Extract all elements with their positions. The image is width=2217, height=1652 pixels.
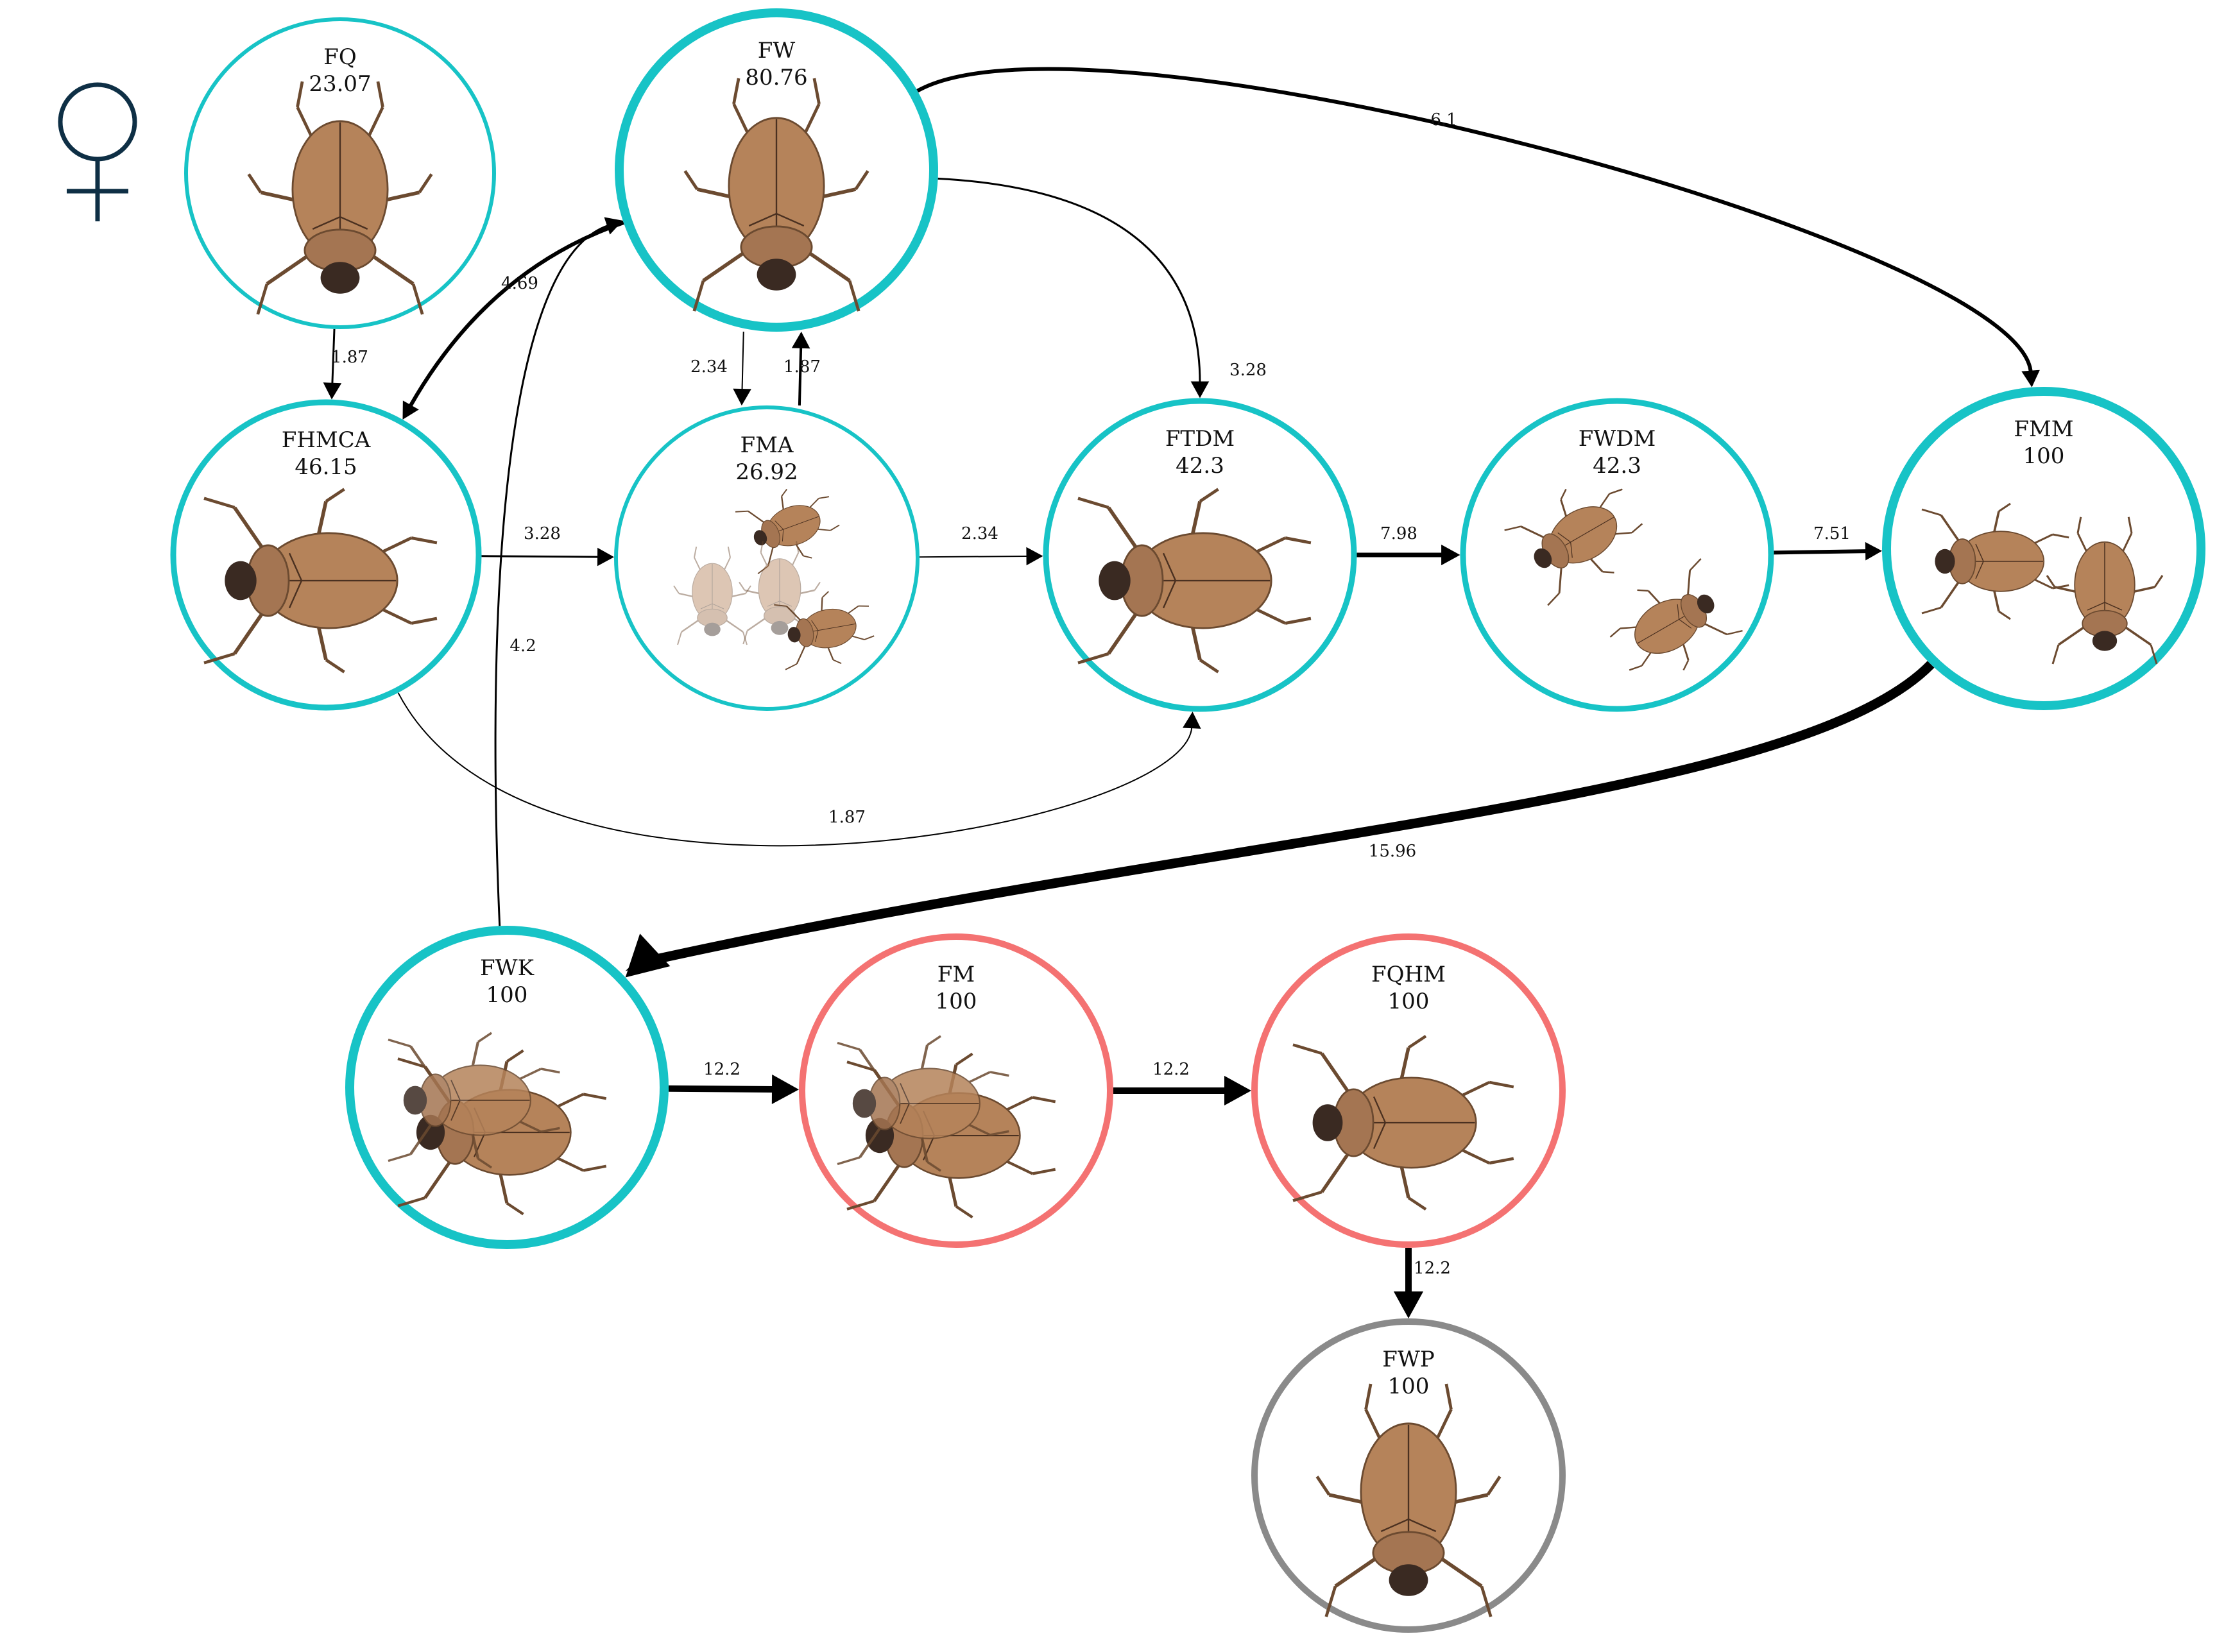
node-value: 46.15 <box>295 454 357 480</box>
node-label: FTDM <box>1165 426 1235 452</box>
edge-label: 2.34 <box>961 524 998 543</box>
arrowhead <box>1026 547 1043 566</box>
node-value: 42.3 <box>1176 453 1224 479</box>
arrowhead <box>597 547 615 566</box>
edge-line <box>494 224 609 926</box>
arrowhead <box>402 400 419 420</box>
node-value: 100 <box>1388 1374 1430 1399</box>
node-label: FWDM <box>1579 426 1656 452</box>
edge-line <box>397 692 1193 847</box>
edge-label: 12.2 <box>1152 1060 1190 1079</box>
edge-label: 2.34 <box>690 357 728 377</box>
edge-fm-fqhm <box>1113 1075 1251 1106</box>
edge-label: 3.28 <box>1229 361 1267 380</box>
node-label: FWP <box>1382 1347 1434 1372</box>
edge-label: 15.96 <box>1369 842 1416 861</box>
edge-fma-ftdm <box>919 547 1043 566</box>
edge-label: 1.87 <box>783 357 821 377</box>
node-label: FMA <box>740 432 794 458</box>
edge-line <box>916 67 2033 373</box>
arrowhead <box>323 382 342 400</box>
edge-label: 4.2 <box>509 636 536 656</box>
node-label: FHMCA <box>282 427 371 453</box>
arrowhead <box>1190 381 1210 398</box>
node-value: 100 <box>1388 989 1430 1014</box>
arrowhead <box>791 331 810 349</box>
edge-label: 1.87 <box>331 348 368 367</box>
node-value: 42.3 <box>1593 453 1641 479</box>
edge-label: 7.98 <box>1380 524 1417 543</box>
edge-line <box>798 346 803 406</box>
edge-label: 12.2 <box>703 1060 740 1079</box>
arrowhead <box>2021 370 2040 387</box>
edge-fmm-fwk <box>625 661 1935 978</box>
edge-ftdm-fwdm <box>1357 544 1460 566</box>
edge-line <box>625 661 1935 971</box>
arrowhead <box>733 388 751 406</box>
edge-fwk-fw <box>494 217 623 926</box>
edge-label: 6.1 <box>1430 110 1457 130</box>
node-value: 23.07 <box>309 71 371 97</box>
node-label: FQ <box>323 44 356 70</box>
edge-line <box>1774 549 1867 555</box>
venus-icon <box>58 82 137 221</box>
edge-label: 4.69 <box>501 274 538 293</box>
arrowhead <box>625 933 671 978</box>
edge-label: 12.2 <box>1414 1259 1451 1278</box>
arrowhead <box>1865 541 1883 561</box>
edge-fma-fw <box>791 331 810 406</box>
edge-fq-fhmca <box>323 328 342 400</box>
edge-label: 7.51 <box>1813 524 1851 543</box>
node-label: FW <box>758 38 796 64</box>
arrowhead <box>1393 1291 1424 1318</box>
edge-line <box>481 555 599 558</box>
edge-line <box>741 331 744 391</box>
node-value: 100 <box>486 982 528 1008</box>
edge-label: 1.87 <box>828 808 866 827</box>
edge-fqhm-fwp <box>1393 1248 1424 1318</box>
node-value: 80.76 <box>745 65 807 90</box>
node-label: FWK <box>480 955 535 981</box>
edge-fwk-fm <box>668 1074 800 1105</box>
arrowhead <box>604 217 623 235</box>
arrowhead <box>1441 544 1460 566</box>
node-label: FMM <box>2014 416 2073 442</box>
arrowhead <box>771 1074 800 1105</box>
edge-fwdm-fmm <box>1774 541 1883 561</box>
edge-fw-fma <box>733 331 751 406</box>
node-value: 100 <box>2023 443 2065 469</box>
edge-line <box>937 177 1201 384</box>
edge-label: 3.28 <box>524 524 561 543</box>
node-label: FQHM <box>1371 962 1446 987</box>
edge-line <box>919 555 1029 558</box>
edge-line <box>331 328 336 385</box>
edge-fhmca-ftdm <box>397 692 1201 847</box>
node-value: 100 <box>936 989 977 1014</box>
edge-fw-ftdm <box>937 177 1210 398</box>
arrowhead <box>1224 1075 1251 1106</box>
node-label: FM <box>937 962 975 987</box>
edge-fw-fmm <box>916 67 2040 387</box>
node-value: 26.92 <box>735 459 798 485</box>
arrowhead <box>1183 711 1201 729</box>
